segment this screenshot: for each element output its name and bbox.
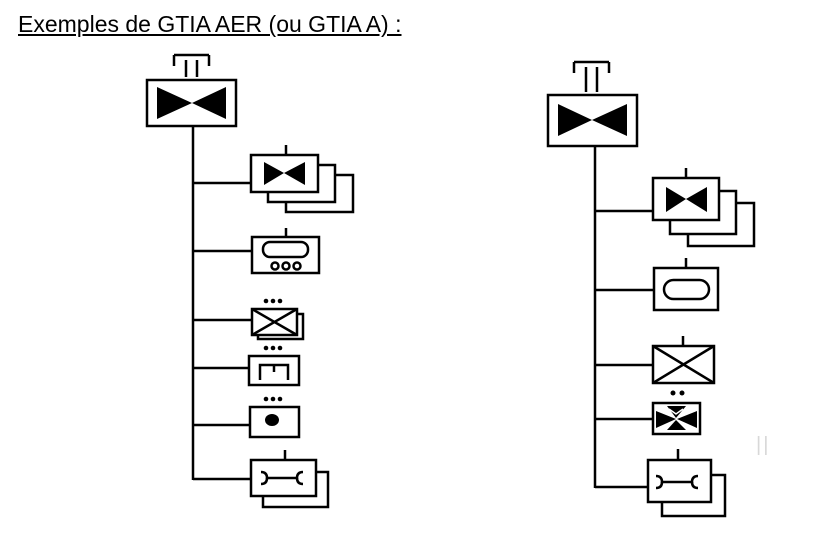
left-unit-engineer (193, 345, 301, 387)
right-unit-infantry (595, 336, 716, 385)
left-unit-artillery (193, 396, 301, 439)
page-title: Exemples de GTIA AER (ou GTIA A) : (18, 11, 402, 37)
right-unit-armor-company-group (595, 168, 756, 248)
left-unit-maintenance (193, 450, 330, 509)
left-unit-armored-infantry (193, 298, 305, 341)
right-unit-maintenance (595, 449, 727, 518)
right-unit-air-defense (595, 390, 702, 436)
faint-mark: || (756, 434, 771, 456)
right-hq-symbol (546, 60, 639, 148)
left-hq-symbol (145, 53, 238, 128)
left-unit-armor-company-group (193, 145, 355, 214)
right-org-chart (546, 60, 756, 518)
right-unit-armored (595, 258, 720, 312)
left-unit-armored-reconnaissance (193, 228, 321, 275)
left-org-chart (145, 53, 355, 509)
